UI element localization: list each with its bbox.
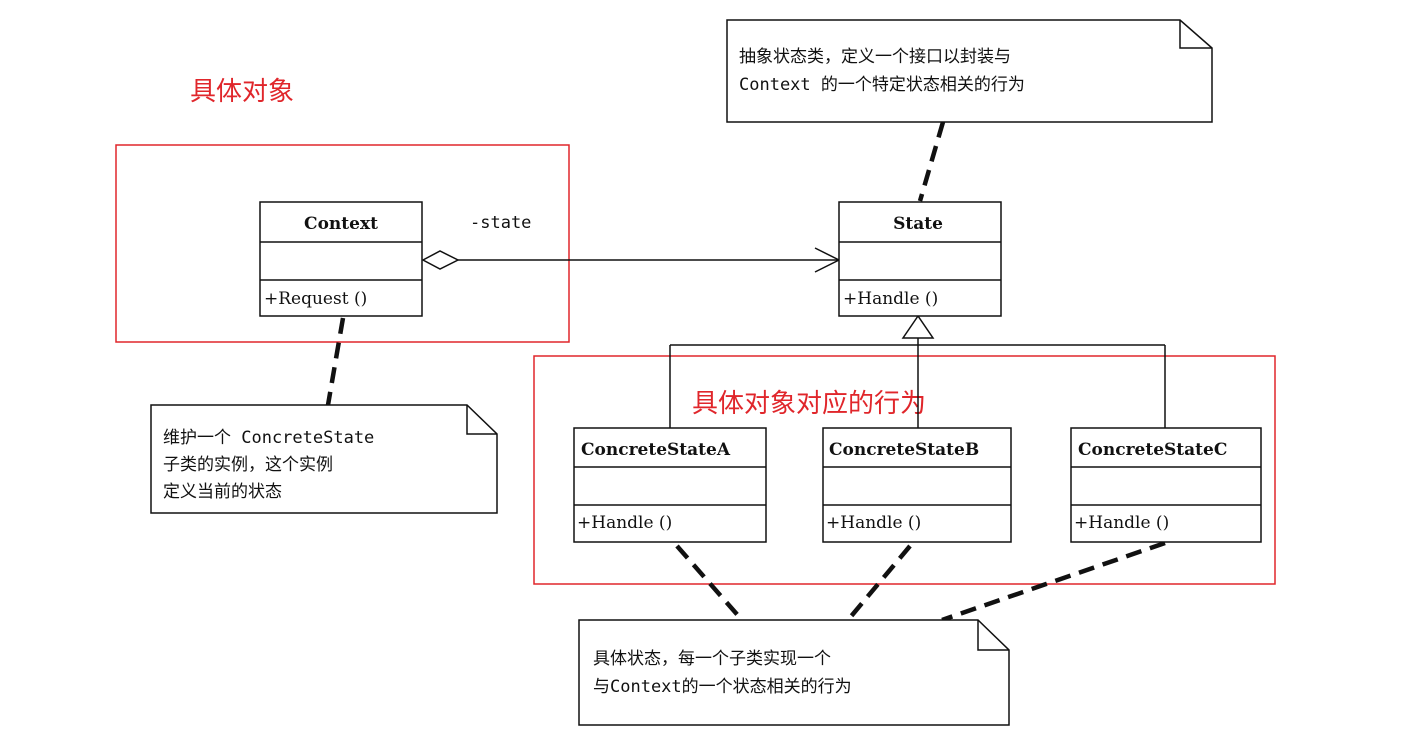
note-context-fold-icon [466,405,497,435]
context-note-connector [325,317,346,406]
note-state: 抽象状态类，定义一个接口以封装与 Context 的一个特定状态相关的行为 [726,19,1213,123]
class-state[interactable]: State +Handle () [838,201,1002,317]
generalization-tree [669,314,1166,428]
class-concrete-state-a-operation: +Handle () [577,513,672,533]
inheritance-triangle-icon [901,314,935,339]
concrete-b-note-connector [846,544,912,622]
class-concrete-state-a-border [573,427,767,543]
note-context-line-1: 维护一个 ConcreteState [163,428,374,448]
association-role-label: -state [470,213,531,233]
note-state-line-2: Context 的一个特定状态相关的行为 [739,75,1025,95]
concrete-a-note-connector [675,544,744,622]
concrete-states-highlight-box [533,355,1276,585]
note-state-line-1: 抽象状态类，定义一个接口以封装与 [739,47,1011,67]
class-context-name: Context [304,214,378,234]
class-state-operation: +Handle () [843,289,938,309]
class-concrete-state-b-operation: +Handle () [826,513,921,533]
note-connectors [325,121,1166,623]
class-concrete-state-a[interactable]: ConcreteStateA +Handle () [573,427,767,543]
class-context-border [259,201,423,317]
state-note-connector [917,121,946,202]
class-concrete-state-b-name: ConcreteStateB [829,440,979,460]
class-concrete-state-b-border [822,427,1012,543]
concrete-c-note-connector [941,540,1166,623]
note-concrete-states: 具体状态，每一个子类实现一个 与Context的一个状态相关的行为 [578,619,1010,726]
note-state-body [726,19,1213,123]
note-context: 维护一个 ConcreteState 子类的实例，这个实例 定义当前的状态 [150,404,498,514]
note-context-body [150,404,498,514]
note-context-line-2: 子类的实例，这个实例 [163,455,333,475]
class-concrete-state-a-name: ConcreteStateA [581,440,731,460]
aggregation-diamond-icon [421,250,460,270]
class-concrete-state-c-operation: +Handle () [1074,513,1169,533]
note-state-fold-icon [1179,20,1212,49]
concrete-group-label: 具体对象对应的行为 [692,389,926,419]
note-concrete-states-fold-icon [977,620,1009,651]
class-context[interactable]: Context +Request () [259,201,423,317]
context-group-label: 具体对象 [190,77,294,107]
class-context-operation: +Request () [264,289,367,309]
class-concrete-state-c[interactable]: ConcreteStateC +Handle () [1070,427,1262,543]
association-context-state: -state [421,213,841,273]
note-concrete-states-body [578,619,1010,726]
class-concrete-state-b[interactable]: ConcreteStateB +Handle () [822,427,1012,543]
class-state-name: State [893,214,943,234]
note-context-line-3: 定义当前的状态 [163,482,282,502]
class-state-border [838,201,1002,317]
context-highlight-box [115,144,570,343]
class-concrete-state-c-border [1070,427,1262,543]
note-concrete-states-line-1: 具体状态，每一个子类实现一个 [593,649,831,669]
note-concrete-states-line-2: 与Context的一个状态相关的行为 [593,677,852,697]
class-concrete-state-c-name: ConcreteStateC [1078,440,1227,460]
